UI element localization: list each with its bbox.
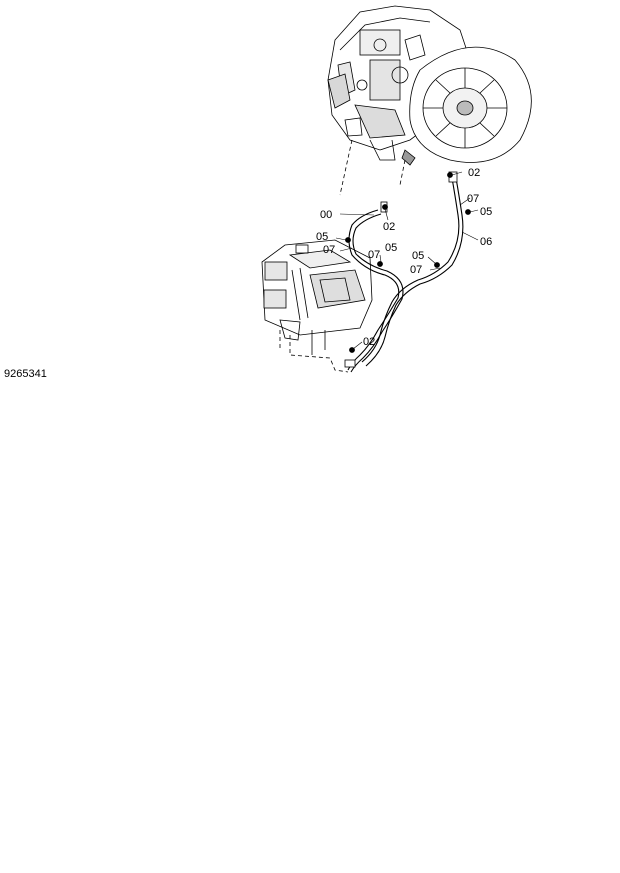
callout-07: 07 [323,244,335,256]
callout-05: 05 [412,250,424,262]
callout-leaders [335,171,479,350]
callout-00: 00 [320,209,332,221]
callout-07: 07 [410,264,422,276]
callout-05: 05 [316,231,328,243]
heater-unit-illustration [261,239,373,373]
callout-05: 05 [480,206,492,218]
callout-02: 02 [363,336,375,348]
callout-05: 05 [385,242,397,254]
callout-07: 07 [368,249,380,261]
callout-02: 02 [383,221,395,233]
hose-06 [361,177,464,367]
engine-illustration [327,5,532,196]
callout-07: 07 [467,193,479,205]
callout-06: 06 [480,236,492,248]
callout-02: 02 [468,167,480,179]
figure-number: 9265341 [4,368,47,380]
hose-fittings [344,171,471,368]
hose-00 [347,209,404,373]
